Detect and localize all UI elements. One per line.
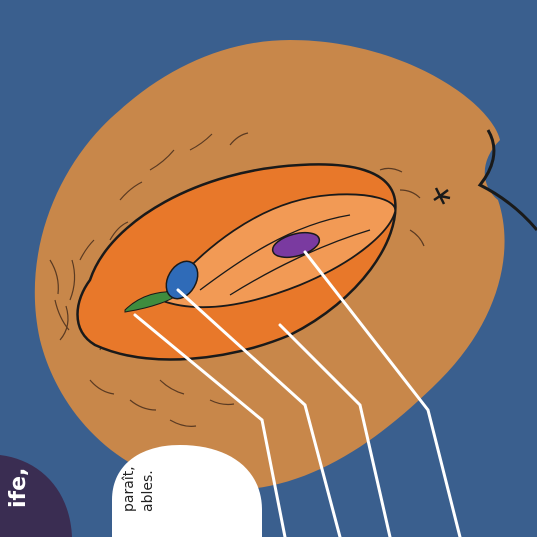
side-panel-text: ife, [6, 468, 31, 508]
speech-bubble-line-1: paraît, [120, 466, 139, 512]
speech-bubble-text: paraît, ables. [120, 466, 158, 512]
speech-bubble-line-2: ables. [139, 466, 158, 512]
